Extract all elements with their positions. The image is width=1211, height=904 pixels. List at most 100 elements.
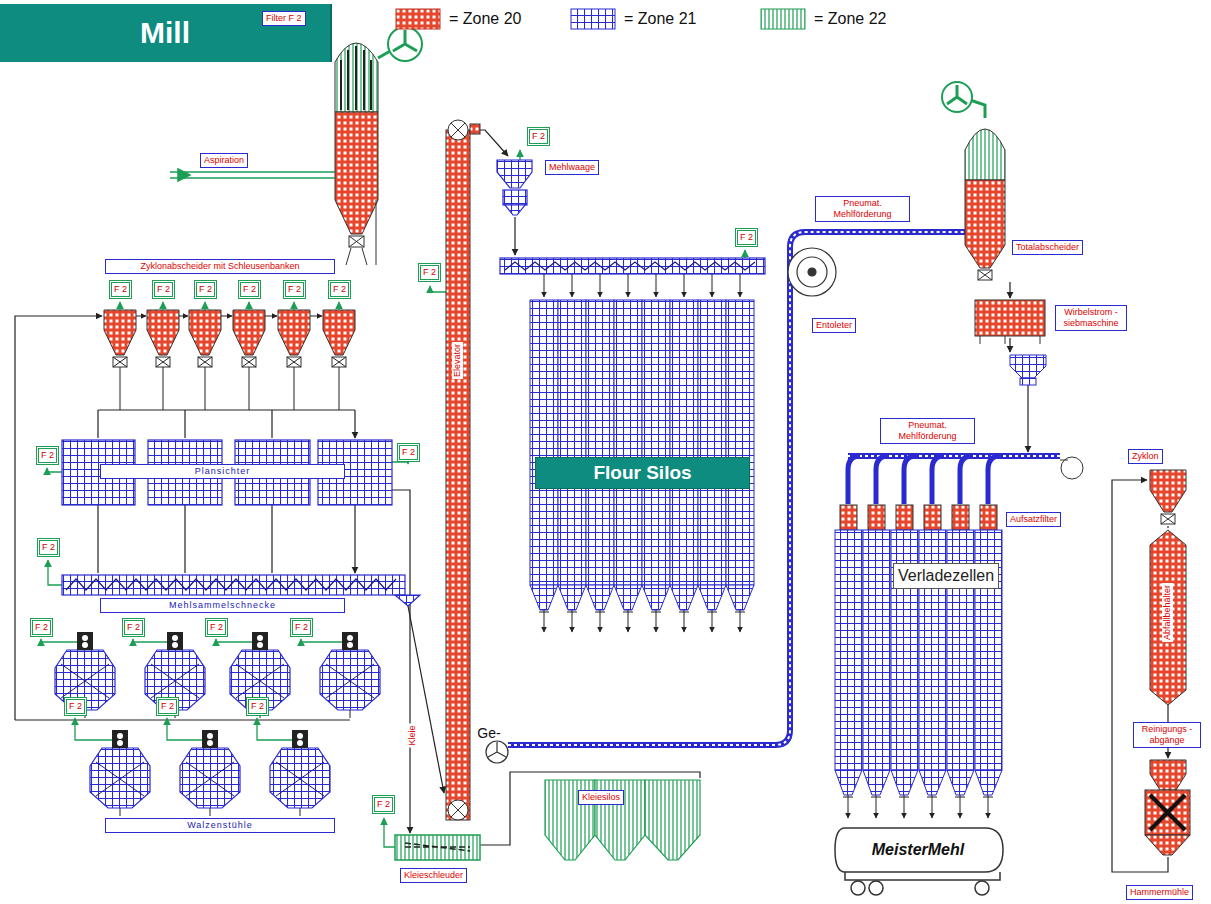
cell-outlet bbox=[955, 795, 965, 818]
tanker-truck bbox=[869, 881, 883, 895]
total-separator bbox=[942, 82, 972, 112]
mill-feeder bbox=[82, 635, 88, 641]
drawing-label: MeisterMehl bbox=[870, 841, 966, 859]
legend-text: = Zone 21 bbox=[624, 8, 697, 30]
flow-line bbox=[628, 274, 629, 297]
mill-feeder bbox=[207, 733, 213, 739]
flow-lines bbox=[98, 409, 355, 410]
top-filter bbox=[868, 505, 885, 530]
silo-outlet bbox=[679, 610, 689, 632]
mill-feeder bbox=[347, 642, 353, 648]
filter-tag: F 2 bbox=[205, 618, 228, 637]
legend-text: = Zone 22 bbox=[814, 8, 887, 30]
node-text: Zyklonabscheider mit Schleusenbanken bbox=[109, 261, 331, 272]
total-separator bbox=[965, 129, 1005, 180]
vertical-label: Abfallbehälter bbox=[1162, 582, 1173, 641]
mill-feeder bbox=[117, 740, 123, 746]
node-text: Aspiration bbox=[204, 155, 244, 166]
silo-outlet bbox=[735, 610, 745, 632]
label-box: Aufsatzfilter bbox=[1006, 512, 1061, 527]
label-box: Pneumat. Mehlförderung bbox=[815, 196, 910, 222]
node-text: F 2 bbox=[42, 542, 55, 553]
tanker-truck bbox=[851, 881, 865, 895]
cell-outlet bbox=[899, 795, 909, 818]
rotary-valve bbox=[287, 357, 301, 410]
roller-mill bbox=[61, 664, 109, 698]
legend-entry: = Zone 22 bbox=[760, 8, 887, 30]
node-text: Verladezellen bbox=[898, 565, 994, 587]
cell-cone bbox=[835, 770, 862, 795]
legend-text: = Zone 20 bbox=[449, 8, 522, 30]
filter-arrow bbox=[41, 639, 77, 642]
total-separator bbox=[970, 100, 985, 118]
flow-lines bbox=[408, 606, 444, 793]
silo-cone bbox=[558, 585, 586, 610]
cell-outlet bbox=[983, 795, 993, 818]
flow-line bbox=[544, 274, 545, 297]
flour-scale bbox=[497, 160, 532, 215]
flour-scale bbox=[497, 160, 532, 188]
pneumatic-branch bbox=[904, 456, 916, 504]
flow-lines bbox=[1167, 526, 1168, 528]
legend-swatch bbox=[571, 9, 615, 29]
mill-feeder bbox=[257, 642, 263, 648]
feed-line bbox=[221, 316, 232, 317]
cyclone bbox=[104, 310, 136, 355]
hammer-mill bbox=[1150, 795, 1185, 830]
cleaning-cyclone bbox=[1161, 514, 1175, 524]
feed-line bbox=[310, 316, 322, 317]
node-text: Mehlwaage bbox=[549, 162, 595, 173]
label-box: Zyklon bbox=[1128, 449, 1163, 464]
plansifter bbox=[62, 440, 392, 505]
mill-feeder bbox=[82, 642, 88, 648]
bran-silos bbox=[645, 780, 700, 860]
filter-arrow bbox=[216, 639, 252, 642]
silo-cone bbox=[642, 585, 670, 610]
mill-feeder bbox=[292, 730, 308, 748]
flow-line bbox=[600, 274, 601, 297]
machine-band: Plansichter bbox=[100, 464, 345, 479]
top-filter bbox=[952, 505, 969, 530]
filter-f2 bbox=[335, 112, 378, 234]
aspiration-duct bbox=[178, 169, 190, 181]
cell-cone bbox=[891, 770, 918, 795]
node-text: F 2 bbox=[199, 284, 212, 295]
node-text: Kleieschleuder bbox=[404, 870, 463, 881]
label-box: Hammermühle bbox=[1126, 885, 1193, 900]
cyclone bbox=[323, 310, 355, 355]
mill-feeder bbox=[172, 635, 178, 641]
top-filter bbox=[924, 505, 941, 530]
eddy-current-sifter bbox=[1010, 355, 1046, 378]
mill-feeder bbox=[202, 730, 218, 748]
flow-line bbox=[300, 808, 301, 816]
label-box: Aspiration bbox=[200, 153, 248, 168]
cleaning-cyclone bbox=[1150, 470, 1186, 512]
filter-tag: F 2 bbox=[328, 280, 351, 299]
flow-line bbox=[684, 274, 685, 297]
node-text: F 2 bbox=[333, 284, 346, 295]
legend-swatch bbox=[396, 9, 440, 29]
node-text: F 2 bbox=[210, 622, 223, 633]
tanker-truck bbox=[975, 881, 989, 895]
eddy-current-sifter bbox=[1060, 460, 1068, 461]
total-separator bbox=[965, 180, 1005, 268]
cyclone bbox=[278, 310, 310, 355]
mill-feeder bbox=[257, 635, 263, 641]
flour-silo bbox=[670, 300, 698, 585]
blower bbox=[486, 741, 508, 763]
flour-scale bbox=[505, 205, 525, 215]
entoleter bbox=[788, 248, 836, 296]
flour-collecting-screw bbox=[66, 579, 396, 590]
roller-mill bbox=[151, 664, 199, 698]
filter-arrows bbox=[384, 818, 395, 847]
flour-scale bbox=[503, 190, 527, 205]
machine-band: Walzenstühle bbox=[105, 818, 335, 833]
silo-cone bbox=[530, 585, 558, 610]
legend-entry: = Zone 20 bbox=[395, 8, 522, 30]
node-text: F 2 bbox=[288, 284, 301, 295]
roller-mill bbox=[186, 762, 234, 796]
feed-line bbox=[136, 316, 146, 317]
flour-silo bbox=[642, 300, 670, 585]
eddy-current-sifter bbox=[1061, 457, 1083, 479]
